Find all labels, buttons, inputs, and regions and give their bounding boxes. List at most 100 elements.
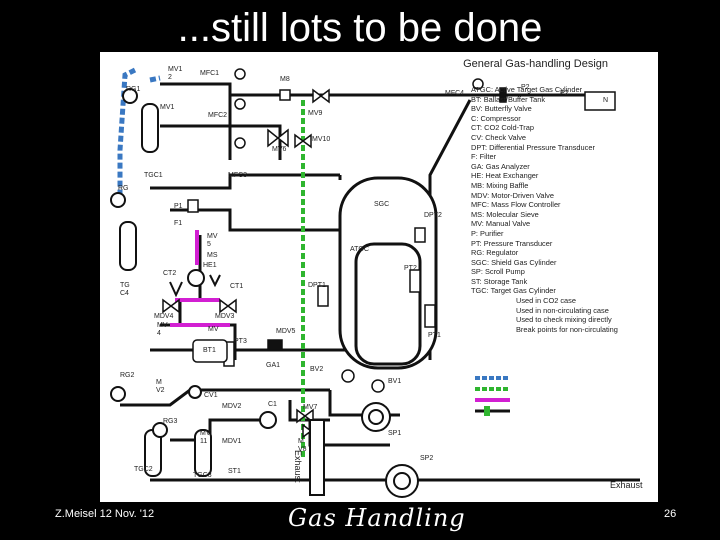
label-mdv1: MDV1 (222, 438, 242, 445)
dpt2-icon (414, 227, 426, 243)
mdv4-valve-icon (162, 298, 180, 314)
label-mfc1: MFC1 (200, 70, 220, 77)
legend-item: DPT: Differential Pressure Transducer (471, 142, 595, 152)
mfc3-icon (234, 137, 246, 149)
label-mv: MV (208, 326, 219, 333)
label-sgc: SGC (374, 201, 390, 208)
ct2-icon (187, 269, 205, 287)
label-n: N (603, 97, 609, 104)
mv6-valve-icon (267, 128, 289, 148)
mfc2-icon (234, 98, 246, 110)
rg2-icon (110, 386, 126, 402)
legend-item: ATGC: Active Target Gas Cylinder (471, 85, 583, 94)
dpt1-icon (317, 285, 329, 307)
label-mfc4: MFC4 (445, 90, 465, 97)
ct1-icon (209, 274, 221, 288)
legend-item: HE: Heat Exchanger (471, 171, 539, 181)
legend-item: BT: Ballast/Buffer Tank (471, 94, 546, 104)
legend-item: MDV: Motor-Driven Valve (471, 190, 554, 200)
legend-item: MS: Molecular Sieve (471, 209, 539, 219)
label-bv2: BV2 (310, 366, 324, 373)
legend-item: Used in CO2 case (516, 296, 576, 306)
label-rg1: RG1 (126, 86, 141, 93)
m8-icon (279, 89, 291, 101)
label-ga1: GA1 (266, 362, 281, 369)
rg-left-icon (110, 192, 126, 208)
label-mv9: MV9 (308, 110, 323, 117)
label-mfc2: MFC2 (208, 112, 228, 119)
page-number: 26 (664, 508, 677, 520)
co2-line (117, 67, 137, 200)
label-mv7: MV7 (303, 404, 318, 411)
bt1-tank (192, 339, 228, 363)
label-tgc2: TGC2 (134, 466, 153, 473)
mv9-valve-icon (312, 88, 330, 104)
mfc4-icon (472, 78, 484, 90)
legend-item: BV: Butterfly Valve (471, 104, 532, 114)
label-p1: P1 (174, 203, 183, 210)
label-pt2: PT2 (404, 265, 417, 272)
label-m8: M8 (280, 76, 290, 83)
legend-item: GA: Gas Analyzer (471, 161, 530, 171)
legend-item: ST: Storage Tank (471, 276, 528, 286)
tgc4-cylinder (119, 221, 137, 271)
label-tgc1: TGC1 (144, 172, 163, 179)
mfc1-icon (234, 68, 246, 80)
exhaust-label: Exhaust (610, 480, 643, 490)
legend-item: MB: Mixing Baffle (471, 180, 529, 190)
label-p2a: P2 (521, 84, 530, 91)
legend-item: Break points for non-circulating (516, 324, 618, 334)
legend-item: Used to check mixing directly (516, 315, 612, 325)
cv1-icon (188, 385, 202, 399)
label-dpt1: DPT1 (308, 282, 326, 289)
label-mdv3: MDV3 (215, 313, 235, 320)
ga1-icon (267, 339, 283, 351)
label-ms: MS (207, 252, 218, 259)
label-sp2: SP2 (420, 455, 434, 462)
label-mfc3: MFC3 (228, 172, 248, 179)
label-sp1: SP1 (388, 430, 402, 437)
tgc1-cylinder (141, 103, 159, 153)
legend-item: MFC: Mass Flow Controller (471, 200, 561, 210)
p1-icon (187, 199, 199, 213)
label-f1: F1 (174, 220, 183, 227)
mdv3-valve-icon (219, 298, 237, 314)
gas-handling-logo: Gas Handling (288, 504, 466, 532)
label-mdv5: MDV5 (276, 328, 296, 335)
rg3-icon (152, 422, 168, 438)
tgc3-cylinder (194, 429, 212, 477)
legend-item: PT: Pressure Transducer (471, 238, 553, 248)
label-mv10: MV10 (312, 136, 331, 143)
label-cv1: CV1 (204, 392, 218, 399)
slide-title: ...still lots to be done (177, 6, 543, 50)
p2-icon (499, 87, 507, 103)
bv1-icon (371, 379, 385, 393)
legend-item: F: Filter (471, 152, 497, 162)
legend-item: TGC: Target Gas Cylinder (471, 286, 556, 296)
label-bt1: BT1 (203, 347, 216, 354)
label-bv1: BV1 (388, 378, 402, 385)
label-c1: C1 (268, 401, 277, 408)
label-he1: HE1 (203, 262, 217, 269)
label-ct1: CT1 (230, 283, 244, 290)
author-date: Z.Meisel 12 Nov. '12 (55, 508, 155, 520)
label-mdv4: MDV4 (154, 313, 174, 320)
legend: ATGC: Active Target Gas Cylinder BT: Bal… (385, 85, 618, 334)
label-tgc3: TGC3 (193, 472, 212, 479)
legend-item: MV: Manual Valve (471, 219, 531, 229)
legend-item: CT: CO2 Cold-Trap (471, 123, 534, 133)
legend-item: C: Compressor (471, 113, 521, 123)
c1-compressor-icon (259, 411, 277, 429)
label-rg3: RG3 (163, 418, 178, 425)
exhaust-vertical-label: Exhaust (293, 450, 303, 483)
label-pt3: PT3 (234, 338, 247, 345)
legend-item: SGC: Shield Gas Cylinder (471, 257, 557, 267)
n-cylinder-icon (584, 91, 616, 111)
